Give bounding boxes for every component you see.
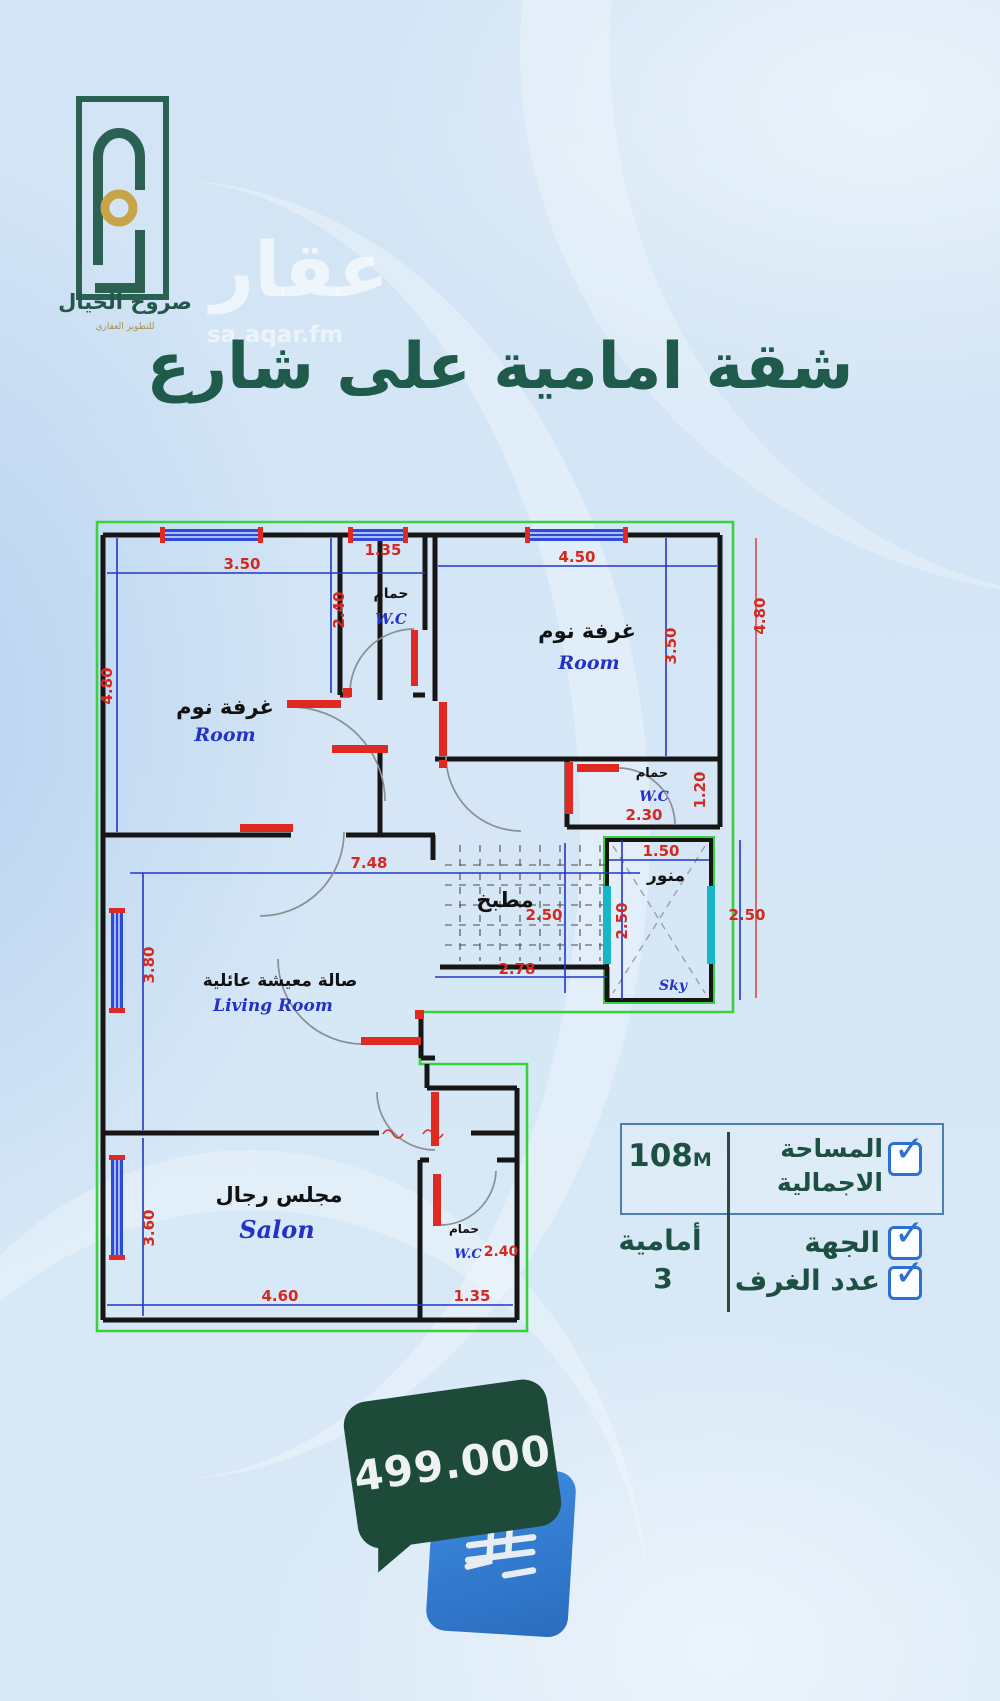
svg-text:2.30: 2.30 [625, 806, 662, 824]
room-label-kitchen-ar: مطبخ [476, 888, 533, 912]
svg-text:1.35: 1.35 [453, 1287, 490, 1305]
direction-label: الجهة [804, 1226, 880, 1259]
svg-text:2.50: 2.50 [613, 902, 631, 939]
svg-text:3.60: 3.60 [140, 1209, 158, 1246]
room-labels: غرفة نوم حمام غرفة نوم حمام مطبخ منور صا… [176, 586, 685, 1237]
kitchen-tiles [445, 845, 605, 961]
svg-text:4.80: 4.80 [98, 667, 116, 704]
info-divider [727, 1132, 730, 1312]
page-title: شقة امامية على شارع [146, 330, 854, 404]
dimension-labels: 3.50 1.35 4.50 2.40 3.50 4.80 4.80 2.30 … [98, 541, 769, 1305]
svg-text:1.20: 1.20 [691, 771, 709, 808]
total-area-value: 108M [618, 1138, 722, 1174]
total-area-number: 108 [628, 1138, 693, 1174]
room-label-salon-ar: مجلس رجال [215, 1183, 342, 1207]
svg-text:4.60: 4.60 [261, 1287, 298, 1305]
total-area-label: المساحة الاجمالية [776, 1134, 883, 1197]
window-top-bed2 [525, 527, 628, 543]
check-icon: ✓ [894, 1213, 925, 1254]
window-top-wc1 [348, 527, 408, 543]
svg-text:1.50: 1.50 [642, 842, 679, 860]
svg-text:2.40: 2.40 [330, 591, 348, 628]
svg-text:2.50: 2.50 [525, 906, 562, 924]
room-label-bed2-ar: غرفة نوم [538, 619, 636, 643]
svg-text:1.35: 1.35 [364, 541, 401, 559]
lightwell-vent-right [707, 886, 715, 964]
checkbox-total-area: ✓ [888, 1129, 924, 1176]
window-left-living [109, 908, 125, 1013]
direction-value: أمامية [618, 1224, 702, 1257]
svg-text:7.48: 7.48 [350, 854, 387, 872]
check-icon: ✓ [894, 1253, 925, 1294]
room-label-wc3-ar: حمام [449, 1222, 479, 1237]
room-label-bed1-ar: غرفة نوم [176, 695, 274, 719]
window-top-bed1 [160, 527, 263, 543]
room-label-wc1-ar: حمام [374, 586, 409, 602]
watermark-site: sa.aqar.fm [206, 322, 344, 348]
svg-text:4.50: 4.50 [558, 548, 595, 566]
price-badge-tail [378, 1538, 419, 1573]
dimension-lines [107, 538, 741, 1316]
svg-text:3.50: 3.50 [223, 555, 260, 573]
svg-text:4.80: 4.80 [751, 597, 769, 634]
floor-plan: 3.50 1.35 4.50 2.40 3.50 4.80 4.80 2.30 … [95, 520, 769, 1333]
room-label-bed2-en: Room [557, 652, 619, 674]
room-labels-en: Room W.C Room W.C Sky Living Room Salon … [193, 610, 687, 1262]
checkbox-direction: ✓ [888, 1213, 924, 1260]
lightwell-cross [612, 845, 706, 994]
svg-text:2.50: 2.50 [728, 906, 765, 924]
room-label-living-en: Living Room [212, 996, 333, 1016]
svg-text:2.40: 2.40 [484, 1244, 519, 1260]
room-label-wc2-ar: حمام [636, 766, 669, 781]
room-label-bed1-en: Room [193, 724, 255, 746]
company-logo [75, 95, 215, 309]
rooms-count-value: 3 [653, 1262, 673, 1295]
room-label-wc2-en: W.C [639, 789, 669, 805]
room-label-lightwell-ar: منور [646, 866, 685, 886]
total-area-unit: M [692, 1149, 712, 1171]
svg-text:2.78: 2.78 [498, 960, 535, 978]
room-label-wc3-en: W.C [454, 1247, 482, 1262]
room-label-salon-en: Salon [239, 1215, 314, 1244]
company-name: صروح الخيال [58, 290, 192, 314]
plan-boundary [95, 520, 735, 1333]
rooms-count-label: عدد الغرف [734, 1264, 880, 1297]
svg-text:3.50: 3.50 [662, 627, 680, 664]
price-amount: 499.000 [350, 1425, 555, 1502]
checkbox-rooms-count: ✓ [888, 1253, 924, 1300]
room-label-lightwell-en: Sky [659, 978, 688, 994]
room-label-wc1-en: W.C [375, 610, 407, 628]
window-left-salon [109, 1155, 125, 1260]
room-label-living-ar: صالة معيشة عائلية [203, 971, 358, 991]
company-logo-mark [76, 96, 169, 300]
company-tagline: للتطوير العقاري [95, 322, 155, 332]
watermark-text: عقار [210, 225, 390, 314]
lightwell-vent-left [603, 886, 611, 964]
price-badge: 499.000 [340, 1376, 565, 1573]
check-icon: ✓ [894, 1129, 925, 1170]
svg-text:3.80: 3.80 [140, 946, 158, 983]
door-symbols [240, 628, 676, 1226]
